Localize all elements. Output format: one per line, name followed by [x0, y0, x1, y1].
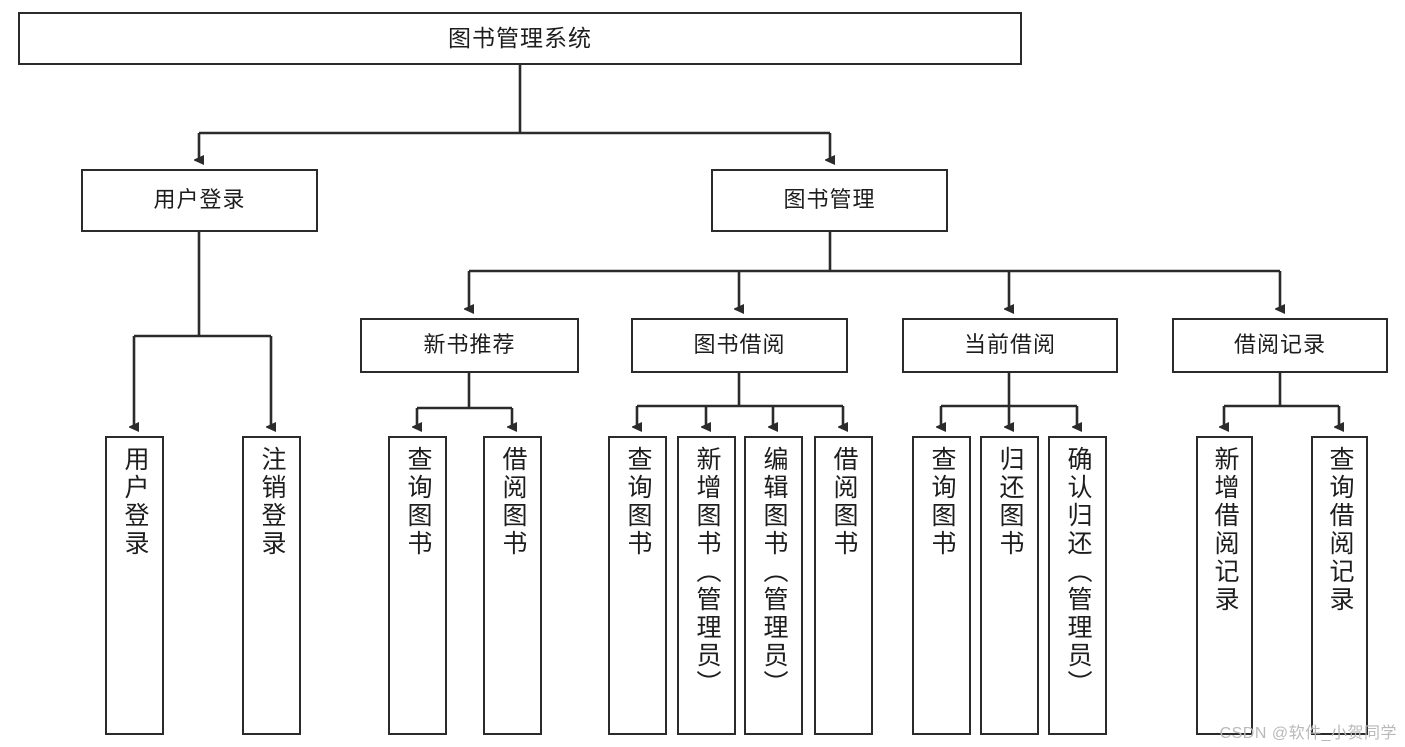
leaf-add-book[interactable]: 新增图书（管理员）	[677, 436, 736, 735]
leaf-query-book-3-label: 查询图书	[928, 446, 956, 558]
leaf-edit-book[interactable]: 编辑图书（管理员）	[744, 436, 803, 735]
node-book-borrow-label: 图书借阅	[693, 332, 786, 358]
node-root-label: 图书管理系统	[448, 24, 592, 51]
node-current-borrow[interactable]: 当前借阅	[902, 318, 1118, 373]
leaf-edit-book-label: 编辑图书（管理员）	[760, 446, 788, 698]
leaf-query-borrow-record-label: 查询借阅记录	[1326, 446, 1354, 614]
leaf-query-book-1[interactable]: 查询图书	[388, 436, 447, 735]
leaf-borrow-book-1[interactable]: 借阅图书	[483, 436, 542, 735]
leaf-logout[interactable]: 注销登录	[242, 436, 301, 735]
leaf-borrow-book-1-label: 借阅图书	[499, 446, 527, 558]
leaf-user-login-label: 用户登录	[121, 446, 149, 558]
leaf-add-borrow-record[interactable]: 新增借阅记录	[1196, 436, 1253, 735]
leaf-return-book-label: 归还图书	[996, 446, 1024, 558]
leaf-add-book-label: 新增图书（管理员）	[693, 446, 721, 698]
node-book-manage[interactable]: 图书管理	[711, 169, 948, 232]
node-borrow-record[interactable]: 借阅记录	[1172, 318, 1388, 373]
node-new-book-recommend-label: 新书推荐	[423, 332, 516, 358]
leaf-query-book-3[interactable]: 查询图书	[912, 436, 971, 735]
leaf-return-book[interactable]: 归还图书	[980, 436, 1039, 735]
node-user-login[interactable]: 用户登录	[81, 169, 318, 232]
leaf-borrow-book-2[interactable]: 借阅图书	[814, 436, 873, 735]
leaf-confirm-return[interactable]: 确认归还（管理员）	[1048, 436, 1107, 735]
leaf-confirm-return-label: 确认归还（管理员）	[1064, 446, 1092, 698]
leaf-user-login[interactable]: 用户登录	[105, 436, 164, 735]
leaf-logout-label: 注销登录	[258, 446, 286, 558]
node-new-book-recommend[interactable]: 新书推荐	[360, 318, 579, 373]
leaf-borrow-book-2-label: 借阅图书	[830, 446, 858, 558]
csdn-watermark: CSDN @软件_小贺同学	[1219, 725, 1397, 742]
node-current-borrow-label: 当前借阅	[963, 332, 1056, 358]
leaf-query-book-1-label: 查询图书	[404, 446, 432, 558]
node-borrow-record-label: 借阅记录	[1233, 332, 1326, 358]
node-book-manage-label: 图书管理	[783, 187, 876, 213]
node-user-login-label: 用户登录	[153, 187, 246, 213]
leaf-query-book-2[interactable]: 查询图书	[608, 436, 667, 735]
leaf-query-borrow-record[interactable]: 查询借阅记录	[1311, 436, 1368, 735]
node-book-borrow[interactable]: 图书借阅	[631, 318, 848, 373]
leaf-add-borrow-record-label: 新增借阅记录	[1211, 446, 1239, 614]
node-root[interactable]: 图书管理系统	[18, 12, 1022, 65]
leaf-query-book-2-label: 查询图书	[624, 446, 652, 558]
